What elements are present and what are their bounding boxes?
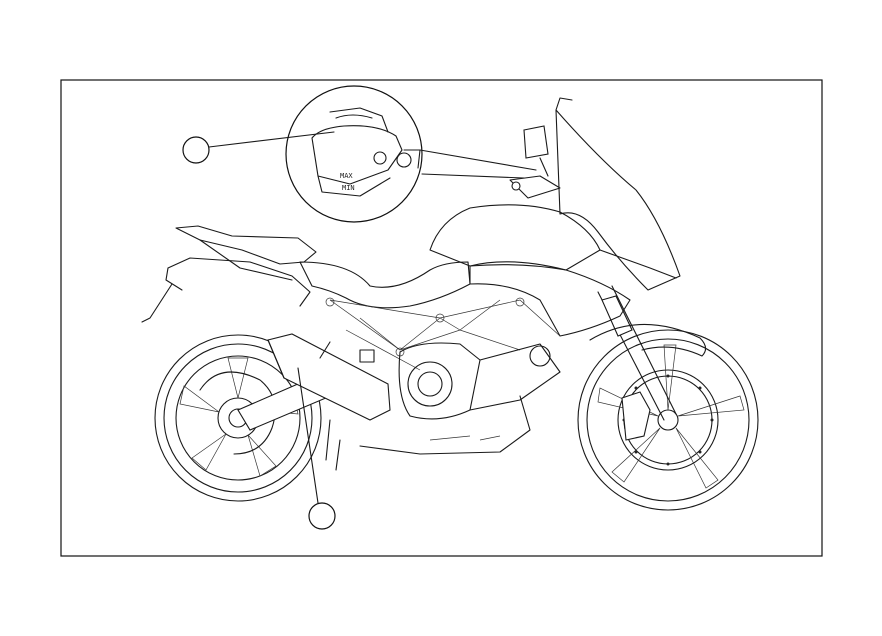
reservoir-max-label: MAX <box>340 172 353 180</box>
reservoir-min-label: MIN <box>342 184 355 192</box>
detail-inset: MAX MIN <box>286 86 422 222</box>
